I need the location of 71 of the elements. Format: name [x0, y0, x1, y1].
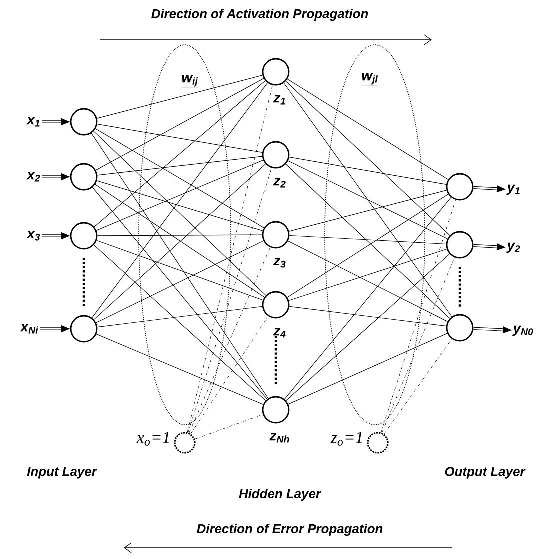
bias-connection: [194, 414, 264, 440]
weight-connection: [95, 184, 265, 298]
weight-connection: [96, 240, 264, 301]
weight-connection: [91, 133, 269, 399]
bias-connection: [190, 316, 269, 434]
neuron-circle: [446, 314, 474, 342]
weight-connection: [94, 164, 266, 320]
weight-connection: [284, 82, 452, 318]
neuron-label: z$_{Nh}$: [270, 433, 290, 443]
variable-label: y$_{1}$: [506, 184, 520, 196]
weight-connection: [97, 234, 263, 236]
neuron-label: z$_{1}$: [273, 95, 286, 105]
weight-connection: [288, 160, 448, 240]
weight-connection: [97, 306, 263, 328]
neuron-circle: [70, 315, 98, 343]
bias-label: x$_{o}$=1: [136, 432, 169, 446]
weight-connection: [289, 306, 447, 327]
weight-connection: [287, 78, 449, 180]
variable-label: y$_{N0}$: [512, 326, 534, 336]
bias-label: z$_{o}$=1: [330, 432, 362, 446]
weight-connection: [284, 197, 452, 400]
weight-connection: [96, 334, 264, 405]
weight-connection: [289, 235, 447, 245]
variable-label: y$_{2}$: [506, 242, 520, 254]
weight-connection: [288, 240, 448, 322]
bias-connection: [382, 257, 455, 434]
neuron-circle: [70, 222, 98, 250]
neuron-circle: [446, 231, 474, 259]
weight-connection: [94, 131, 266, 296]
weight-connection: [92, 82, 268, 318]
weight-connection: [97, 156, 263, 176]
variable-label: x$_{3}$: [26, 231, 40, 241]
weight-connection: [96, 160, 264, 231]
neuron-label: z$_{2}$: [273, 178, 286, 188]
weight-connection: [92, 187, 268, 400]
weight-connection: [96, 128, 264, 228]
neuron-label: z$_{3}$: [273, 258, 286, 268]
variable-label: x$_{1}$: [26, 117, 40, 127]
bias-connection: [381, 200, 456, 433]
bias-connection: [384, 338, 452, 434]
layer-label: Input Layer: [27, 467, 98, 479]
weight-connection: [288, 190, 448, 232]
weight-connection: [288, 333, 448, 405]
weight-connection: [96, 180, 264, 232]
bias-connection: [187, 85, 273, 433]
neuron-circle: [446, 173, 474, 201]
layer-label: Output Layer: [445, 467, 526, 479]
weight-connection: [96, 78, 264, 171]
weight-connection: [288, 248, 448, 302]
weight-connection: [97, 124, 263, 153]
weight-connection: [286, 164, 450, 319]
variable-label: x$_{Ni}$: [20, 324, 38, 334]
weight-connection: [286, 81, 450, 236]
weight-connection: [94, 80, 266, 228]
weight-label: w$_{ij}$: [181, 75, 199, 88]
layer-label: Hidden Layer: [239, 488, 322, 502]
neuron-circle: [70, 108, 98, 136]
weight-connection: [287, 194, 449, 298]
weight-connection: [96, 75, 264, 119]
bias-connection: [188, 168, 272, 433]
neuron-circle: [70, 163, 98, 191]
weight-label: w$_{jl}$: [361, 73, 379, 86]
weight-connection: [96, 240, 264, 324]
direction-label: Direction of Error Propagation: [197, 524, 383, 536]
variable-label: x$_{2}$: [26, 172, 40, 182]
weight-connection: [286, 254, 450, 402]
weight-connection: [94, 244, 266, 402]
bias-connection: [189, 247, 271, 434]
direction-label: Direction of Activation Propagation: [152, 8, 368, 22]
neuron-label: z$_{4}$: [273, 328, 286, 338]
weight-connection: [289, 157, 447, 185]
